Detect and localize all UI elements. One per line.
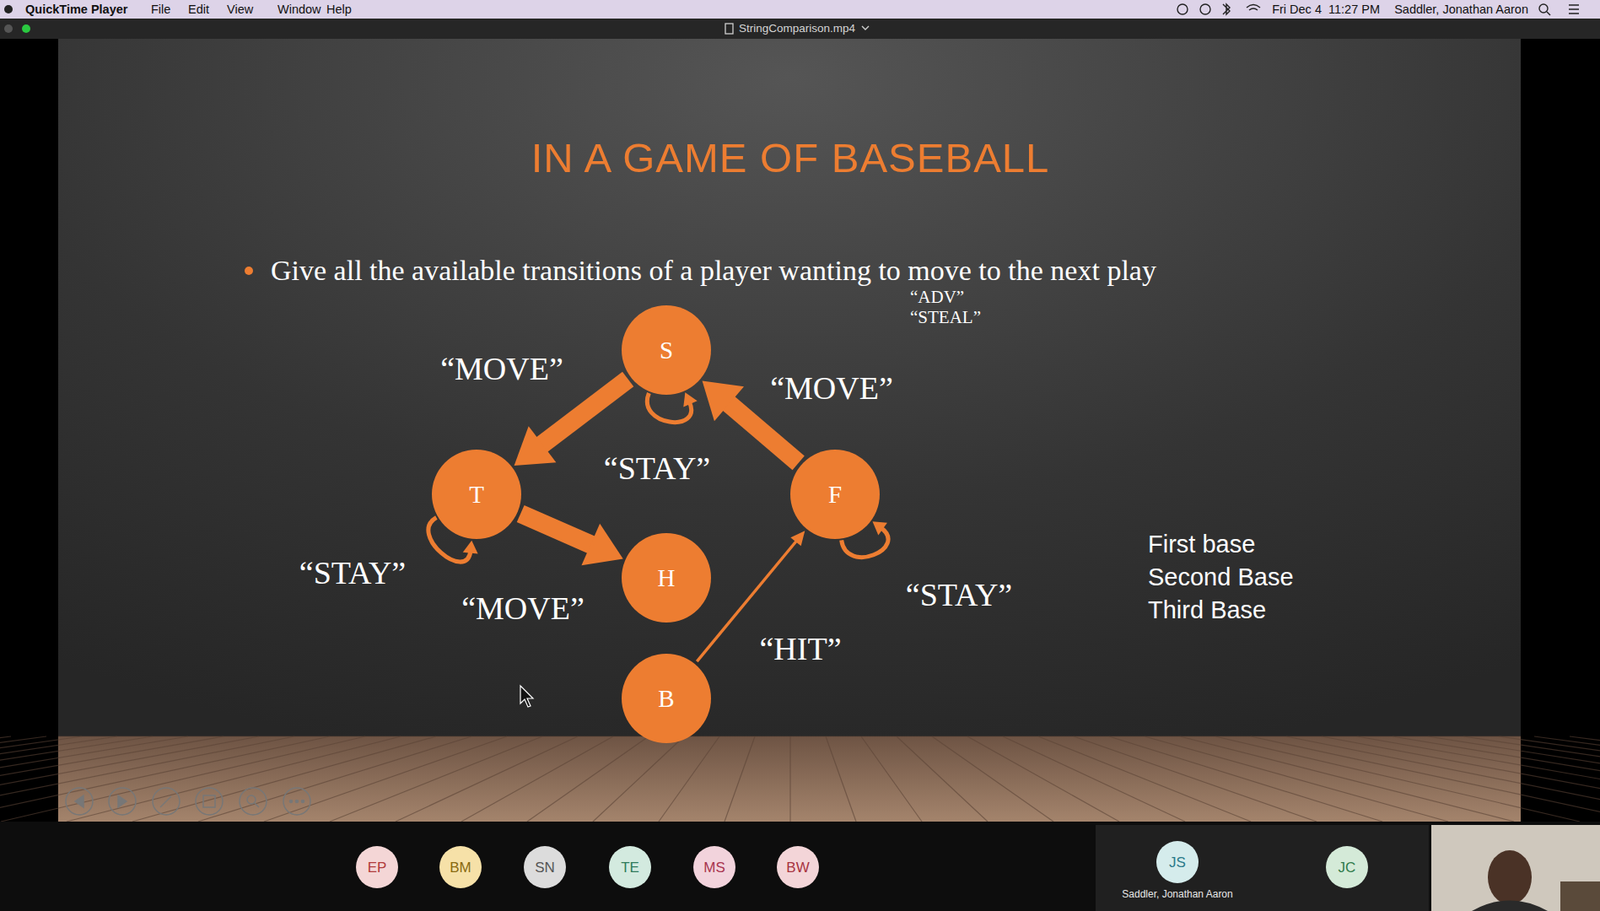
node-text: SN bbox=[534, 860, 555, 875]
node-text: BM bbox=[449, 860, 472, 875]
arrow-head bbox=[581, 523, 623, 566]
state-circle: T bbox=[431, 449, 522, 539]
node-text: T bbox=[468, 482, 485, 507]
file-icon bbox=[725, 23, 733, 34]
window-title: StringComparison.mp4 bbox=[738, 21, 856, 36]
node-text: TE bbox=[620, 860, 640, 875]
menu-item: File bbox=[150, 2, 171, 17]
edge-label: “MOVE” bbox=[770, 370, 894, 408]
mouse-cursor bbox=[520, 685, 534, 707]
node-text: B bbox=[657, 686, 674, 712]
state-circle: H bbox=[621, 533, 712, 623]
webcam-person bbox=[1487, 850, 1532, 905]
participant-avatar: JC bbox=[1325, 845, 1369, 889]
floor-planks bbox=[0, 736, 1600, 822]
menu-item: Edit bbox=[188, 2, 210, 17]
node-text: S bbox=[659, 338, 674, 363]
participant-avatar: EP bbox=[355, 845, 399, 889]
node-text: F bbox=[828, 482, 842, 507]
state-circle: F bbox=[790, 449, 880, 539]
state-circle: S bbox=[621, 305, 712, 395]
wood-floor bbox=[58, 736, 1521, 822]
bullet-dot bbox=[244, 266, 254, 275]
chevron bbox=[861, 26, 869, 30]
block-arrow bbox=[520, 513, 624, 566]
window-button bbox=[21, 24, 31, 33]
menu-item: View bbox=[226, 2, 254, 17]
participant-name: Saddler, Jonathan Aaron bbox=[1121, 888, 1233, 900]
menu-clock: Fri Dec 4 11:27 PM bbox=[1271, 2, 1380, 17]
base-name: Third Base bbox=[1147, 596, 1266, 625]
app-menu: QuickTime Player bbox=[25, 2, 128, 17]
edge-label: “STAY” bbox=[603, 450, 711, 488]
participant-avatar: SN bbox=[523, 845, 566, 889]
webcam-video bbox=[1431, 824, 1600, 911]
participant-strip bbox=[0, 821, 1600, 911]
arrow-head bbox=[872, 521, 887, 535]
arrow-head bbox=[790, 530, 805, 546]
node-text: BW bbox=[786, 860, 809, 875]
participant-avatar: BM bbox=[439, 845, 482, 889]
menu-user: Saddler, Jonathan Aaron bbox=[1394, 2, 1529, 17]
bullet-text: Give all the available transitions of a … bbox=[270, 253, 1157, 287]
arrow-head bbox=[702, 380, 744, 421]
menu-item: Help bbox=[326, 2, 352, 17]
apple-logo bbox=[4, 5, 13, 14]
arrow-head bbox=[463, 540, 479, 555]
node-text: H bbox=[657, 565, 676, 591]
participant-avatar: TE bbox=[608, 845, 652, 889]
edge-label: “MOVE” bbox=[461, 590, 585, 628]
participant-avatar: BW bbox=[776, 845, 819, 889]
base-name: Second Base bbox=[1147, 563, 1294, 592]
node-text: JC bbox=[1338, 860, 1357, 875]
slide-background bbox=[58, 38, 1521, 822]
slide-controls bbox=[65, 787, 311, 815]
window-button bbox=[4, 24, 13, 33]
base-name: First base bbox=[1147, 530, 1256, 559]
edge-label: “MOVE” bbox=[440, 350, 564, 388]
node-text: JS bbox=[1169, 855, 1186, 870]
slide-title: IN A GAME OF BASEBALL bbox=[531, 134, 1051, 182]
state-circle: B bbox=[621, 653, 712, 744]
arrow-head bbox=[514, 425, 557, 466]
node-text: MS bbox=[703, 860, 726, 875]
edge-label: “STAY” bbox=[299, 554, 406, 593]
participant-avatar: JSSaddler, Jonathan Aaron bbox=[1156, 840, 1199, 884]
node-text: EP bbox=[367, 860, 388, 875]
edge-label: “HIT” bbox=[759, 630, 841, 669]
self-loop bbox=[646, 392, 697, 422]
annotation: “ADV” bbox=[910, 286, 965, 308]
arrow-head bbox=[683, 392, 697, 407]
webcam-video bbox=[1560, 881, 1600, 911]
menu-bar bbox=[0, 0, 1600, 19]
menu-item: Window bbox=[277, 2, 322, 17]
edge-label: “STAY” bbox=[905, 576, 1013, 615]
webcam-person bbox=[1471, 900, 1548, 911]
annotation: “STEAL” bbox=[910, 307, 981, 328]
participant-panel bbox=[1095, 824, 1429, 911]
window-title-bar bbox=[0, 18, 1600, 39]
participant-avatar: MS bbox=[693, 845, 736, 889]
